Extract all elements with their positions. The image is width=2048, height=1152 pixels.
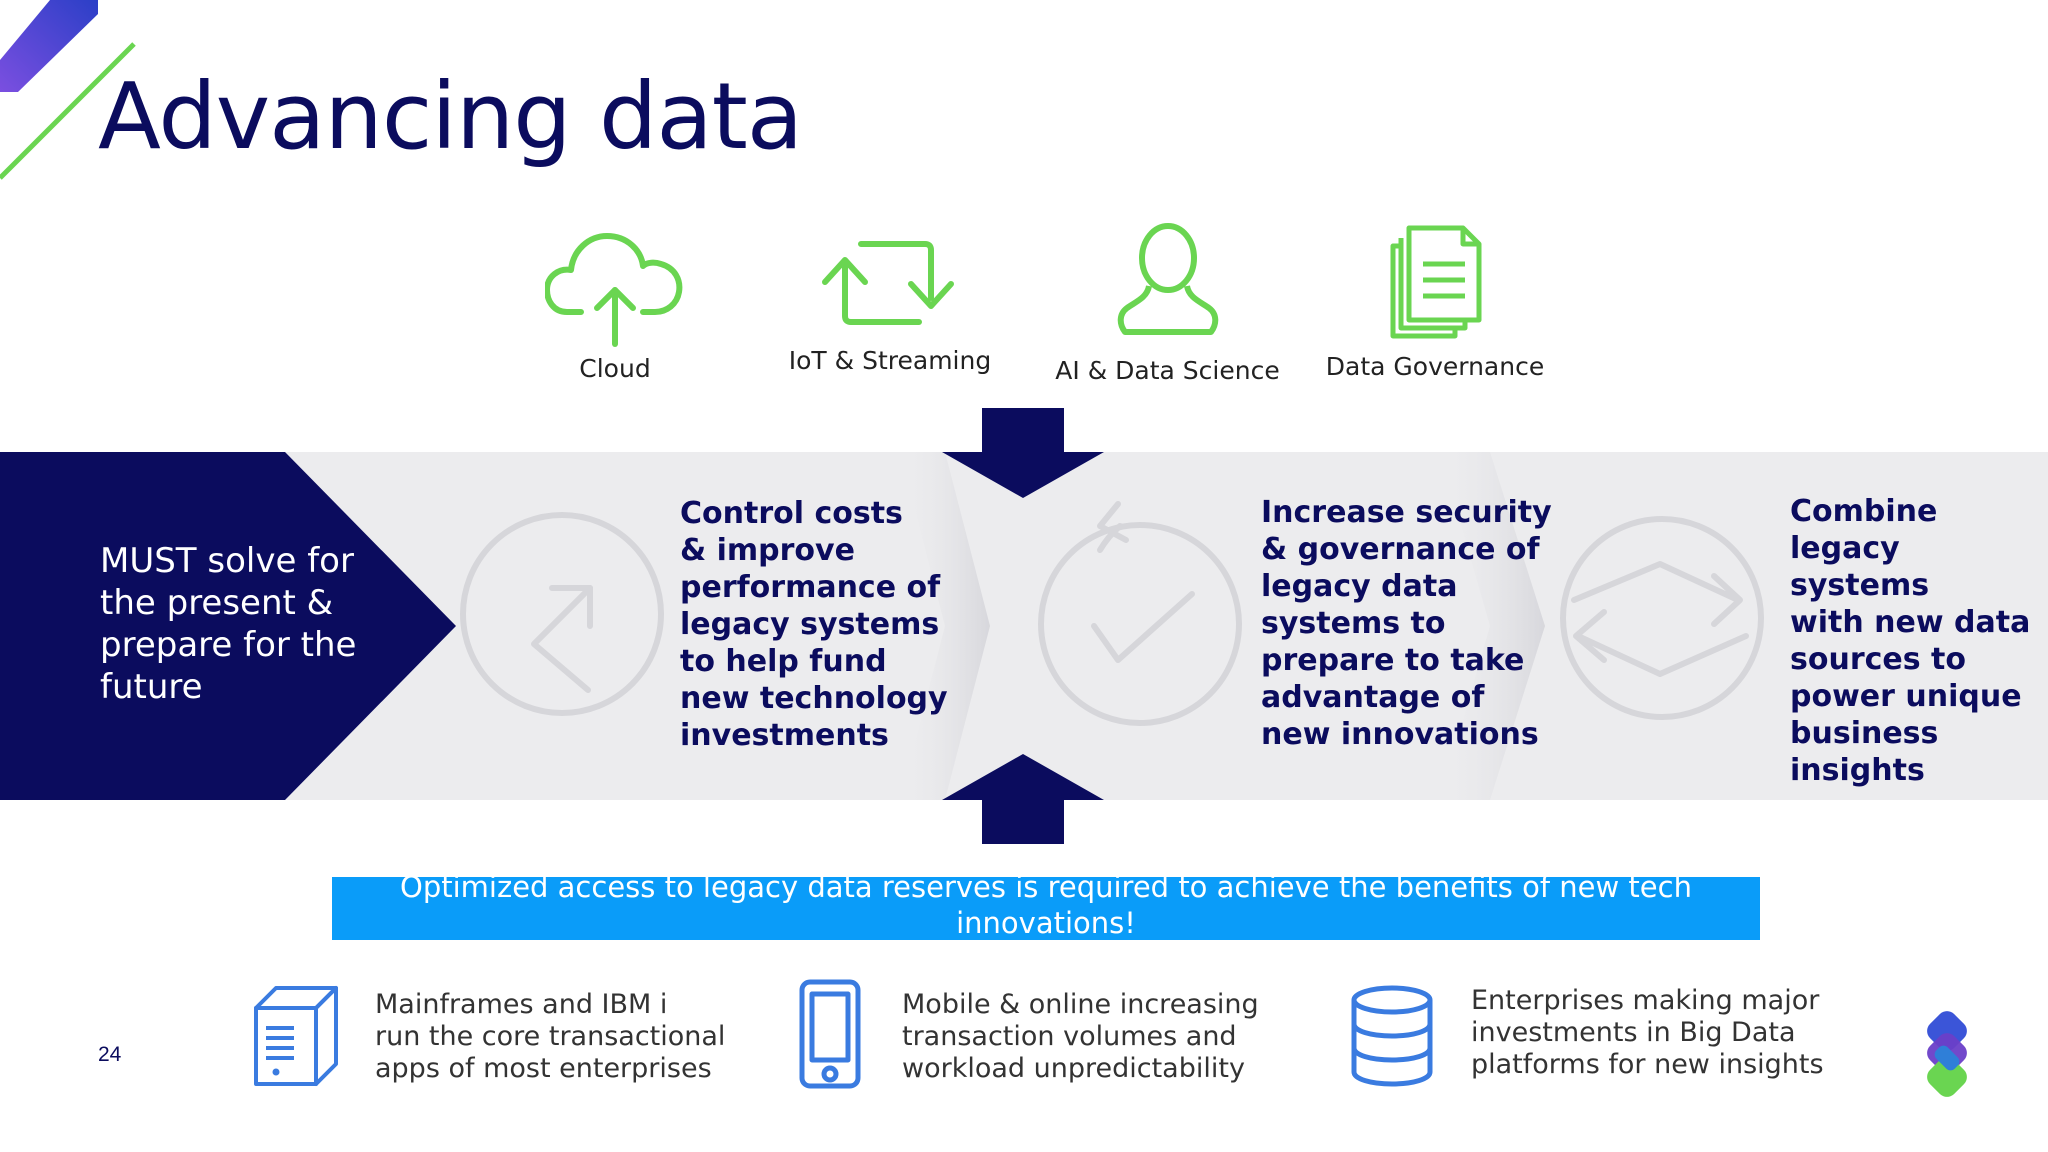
top-item-iot: IoT & Streaming — [780, 232, 1000, 375]
user-icon — [1117, 223, 1218, 335]
bottom-item-line: run the core transactional — [375, 1021, 726, 1052]
bottom-item-line: Mobile & online increasing — [902, 989, 1259, 1020]
band-column-1-line: Control costs — [680, 496, 903, 531]
top-item-governance: Data Governance — [1320, 224, 1550, 381]
documents-icon — [1390, 225, 1482, 339]
top-label-cloud: Cloud — [579, 354, 651, 383]
band-column-2-line: systems to — [1261, 606, 1446, 641]
database-icon — [1351, 985, 1433, 1087]
band-column-1-line: & improve — [680, 533, 855, 568]
band-column-2-line: legacy data — [1261, 569, 1458, 604]
refresh-arrows-icon — [822, 241, 954, 325]
corner-decoration — [0, 0, 136, 180]
band-column-1-line: to help fund — [680, 644, 887, 679]
callout-banner: Optimized access to legacy data reserves… — [332, 877, 1760, 940]
band-column-3-line: with new data — [1790, 605, 2031, 640]
brand-logo — [1927, 1011, 1967, 1097]
mobile-phone-icon — [799, 979, 861, 1089]
bottom-item-line: apps of most enterprises — [375, 1053, 712, 1084]
bottom-item-line: workload unpredictability — [902, 1053, 1245, 1084]
bottom-item-line: investments in Big Data — [1471, 1017, 1796, 1048]
down-arrow — [942, 408, 1104, 498]
band-column-3-line: power unique — [1790, 679, 2022, 714]
must-solve-text: MUST solve for the present & prepare for… — [100, 541, 357, 707]
page-number: 24 — [98, 1043, 122, 1066]
band-column-3-line: Combine — [1790, 494, 1938, 529]
process-band-graphics — [0, 408, 1764, 844]
top-item-ai: AI & Data Science — [1050, 222, 1285, 385]
bottom-item-line: platforms for new insights — [1471, 1049, 1824, 1080]
band-column-1-line: performance of — [680, 570, 941, 605]
band-column-3-line: insights — [1790, 753, 1925, 788]
up-arrow — [942, 754, 1104, 844]
band-column-1-line: legacy systems — [680, 607, 940, 642]
band-column-2-line: Increase security — [1261, 495, 1552, 530]
bottom-item-line: Mainframes and IBM i — [375, 989, 668, 1020]
bottom-item-line: Enterprises making major — [1471, 985, 1820, 1016]
bottom-item-bigdata: Enterprises making major investments in … — [1471, 985, 1824, 1081]
top-label-ai: AI & Data Science — [1055, 356, 1280, 385]
callout-banner-text: Optimized access to legacy data reserves… — [400, 877, 1692, 940]
top-label-iot: IoT & Streaming — [788, 346, 992, 375]
bottom-item-line: transaction volumes and — [902, 1021, 1237, 1052]
band-column-2-line: prepare to take — [1261, 643, 1525, 678]
must-solve-chevron — [0, 452, 456, 800]
band-column-3: Combine legacy systems with new data sou… — [1790, 493, 2048, 789]
band-column-3-line: legacy systems — [1790, 531, 1930, 603]
band-column-1: Control costs & improve performance of l… — [680, 495, 948, 754]
band-column-2-line: advantage of — [1261, 680, 1485, 715]
top-label-governance: Data Governance — [1325, 352, 1545, 381]
slide-title: Advancing data — [98, 63, 803, 170]
band-column-2-line: & governance of — [1261, 532, 1540, 567]
bottom-item-mobile: Mobile & online increasing transaction v… — [902, 989, 1259, 1085]
band-column-2-line: new innovations — [1261, 717, 1539, 752]
band-column-3-line: sources to — [1790, 642, 1967, 677]
band-column-1-line: new technology — [680, 681, 948, 716]
server-icon — [254, 986, 338, 1086]
band-column-3-line: business — [1790, 716, 1939, 751]
cloud-upload-icon — [545, 233, 683, 347]
band-column-1-line: investments — [680, 718, 889, 753]
top-item-cloud: Cloud — [535, 228, 695, 383]
bottom-item-mainframes: Mainframes and IBM i run the core transa… — [375, 989, 725, 1085]
band-column-2: Increase security & governance of legacy… — [1261, 494, 1552, 753]
